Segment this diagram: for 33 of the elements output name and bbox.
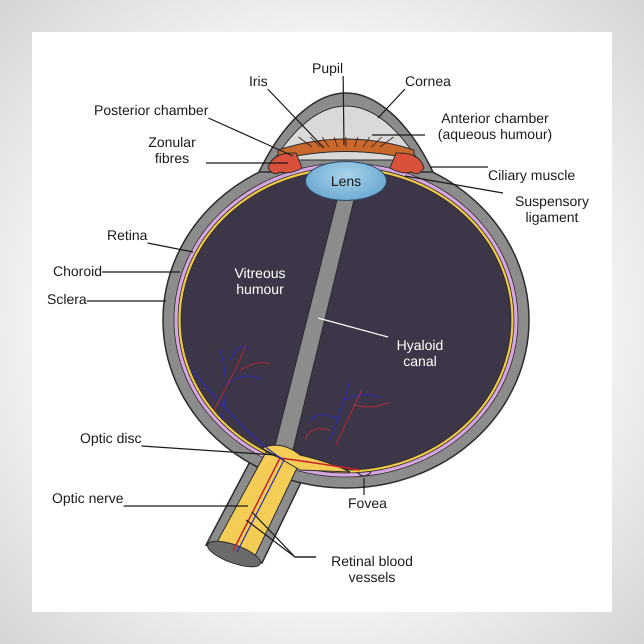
leader-line	[404, 175, 504, 194]
leader-line	[378, 88, 406, 118]
part-label: Hyaloid canal	[388, 337, 452, 369]
leader-line	[430, 166, 488, 168]
part-label: Zonular fibres	[138, 134, 206, 166]
leader-line	[267, 88, 324, 148]
part-label: Iris	[249, 73, 268, 89]
leader-line	[147, 242, 194, 253]
leader-line	[102, 271, 180, 273]
part-label: Retina	[107, 227, 148, 243]
leader-line	[318, 317, 388, 338]
part-label: Posterior chamber	[94, 102, 208, 118]
part-label: Optic disc	[80, 430, 142, 446]
part-label: Retinal blood vessels	[316, 553, 428, 585]
part-label: Pupil	[312, 60, 344, 76]
leader-line	[342, 76, 345, 145]
part-label: Fovea	[348, 495, 387, 511]
leader-line	[208, 117, 294, 157]
part-label: Cornea	[405, 73, 451, 89]
part-label: Suspensory ligament	[503, 193, 601, 225]
leader-line	[206, 162, 288, 164]
part-label: Choroid	[53, 263, 102, 279]
leader-line	[86, 300, 166, 302]
leader-line	[246, 520, 316, 558]
leader-line	[141, 445, 276, 456]
part-label: Lens	[330, 173, 362, 189]
part-label: Optic nerve	[52, 490, 124, 506]
region-label: Vitreous humour	[233, 265, 287, 297]
leader-line	[363, 478, 365, 495]
part-label: Sclera	[47, 291, 87, 307]
part-label: Ciliary muscle	[488, 167, 576, 183]
leader-line	[124, 505, 248, 507]
part-label: Anterior chamber (aqueous humour)	[425, 110, 565, 142]
